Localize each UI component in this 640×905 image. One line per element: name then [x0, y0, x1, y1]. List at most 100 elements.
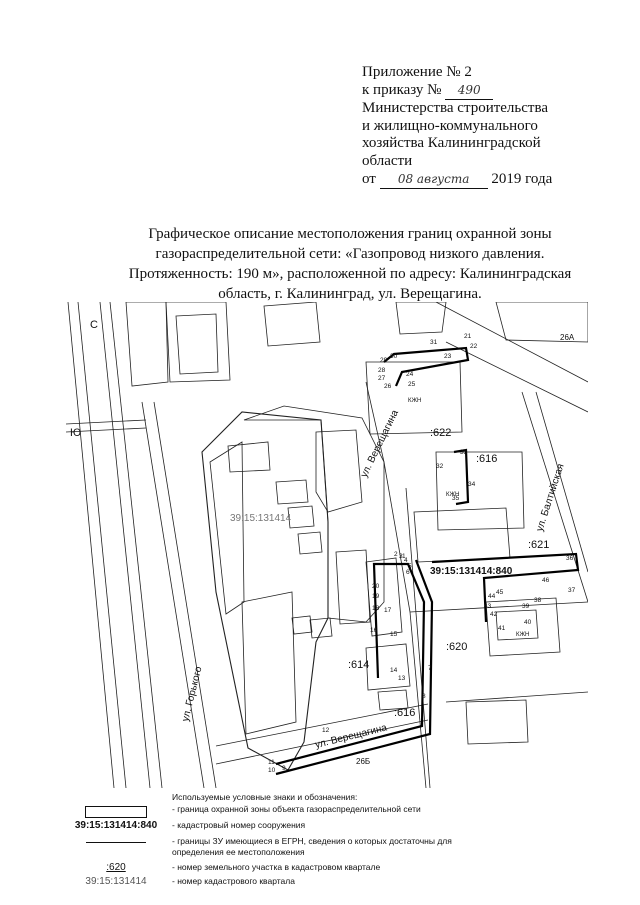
building-outline — [287, 505, 315, 529]
building-outline — [175, 313, 219, 375]
road-line — [141, 401, 205, 788]
street-label: ул. Верещагина — [359, 408, 401, 479]
road-line — [409, 601, 588, 613]
gas-zone-boundary — [275, 562, 426, 766]
point-label: 8 — [422, 693, 426, 700]
point-label: 28 — [378, 367, 386, 374]
point-label: 27 — [378, 375, 386, 382]
plot-label: :614 — [348, 659, 369, 671]
building-outline — [395, 302, 447, 335]
building-outline — [297, 531, 323, 555]
road-line — [405, 487, 431, 788]
point-label: 43 — [484, 603, 492, 610]
road-line — [109, 302, 163, 788]
title-line-3: Протяженность: 190 м», расположенной по … — [128, 266, 572, 282]
road-line — [435, 302, 588, 383]
point-label: 7 — [428, 665, 432, 672]
ministry-line-2: и жилищно-коммунального — [362, 117, 538, 134]
legend-item: 39:15:131414 - номер кадастрового кварта… — [72, 876, 592, 894]
date-suffix: 2019 года — [491, 170, 553, 187]
legend-symbol-plot-boundary — [74, 836, 158, 843]
road-line — [445, 691, 588, 703]
building-outline — [485, 597, 561, 657]
road-line — [66, 419, 147, 425]
point-label: 30 — [390, 353, 398, 360]
road-line — [445, 341, 588, 413]
point-label: 16 — [370, 627, 378, 634]
building-outline — [435, 451, 525, 531]
date-field: 08 августа — [379, 171, 488, 190]
point-label: 21 — [464, 333, 472, 340]
street-label: ул. Балтийская — [534, 463, 566, 533]
point-label: 25 — [408, 381, 416, 388]
title-line-4: область, г. Калининград, ул. Верещагина. — [218, 286, 482, 302]
gas-zone-boundary — [453, 448, 470, 506]
point-label: 38 — [534, 597, 542, 604]
point-label: 9 — [282, 765, 286, 772]
order-number: 490 — [457, 82, 481, 97]
building-outline — [335, 549, 371, 625]
point-label: 5 — [408, 563, 412, 570]
point-label: 19 — [372, 593, 380, 600]
gas-zone-boundary — [383, 346, 470, 387]
building-outline — [165, 302, 231, 383]
point-label: 2 — [394, 551, 398, 558]
legend-description: - кадастровый номер сооружения — [172, 820, 306, 830]
plot-label: :622 — [430, 427, 451, 439]
point-label: 10 — [268, 767, 276, 774]
legend-item: :620 - номер земельного участка в кадаст… — [72, 862, 592, 880]
building-label: КЖН — [446, 492, 459, 498]
point-label: 20 — [372, 583, 380, 590]
plot-label: :621 — [528, 539, 549, 551]
building-outline — [125, 302, 169, 387]
point-label: 13 — [398, 675, 406, 682]
building-outline — [495, 609, 539, 641]
legend-item: - граница охранной зоны объекта газорасп… — [72, 804, 592, 822]
point-label: 23 — [444, 353, 452, 360]
building-outline — [263, 302, 321, 347]
legend-description: - граница охранной зоны объекта газорасп… — [172, 804, 421, 814]
legend-description: - номер кадастрового квартала — [172, 876, 295, 886]
building-outline — [291, 615, 313, 635]
building-outline — [365, 643, 411, 691]
point-label: 42 — [490, 611, 498, 618]
building-outline — [275, 479, 309, 505]
road-line — [153, 401, 217, 788]
building-outline — [227, 441, 271, 473]
legend-item: - границы ЗУ имеющиеся в ЕГРН, сведения … — [72, 836, 592, 860]
map-label: С — [90, 319, 98, 331]
point-label: 11 — [268, 759, 275, 766]
gas-zone-boundary — [431, 552, 580, 623]
building-outline — [495, 302, 588, 343]
map-legend: Используемые условные знаки и обозначени… — [72, 790, 592, 890]
road-line — [383, 461, 411, 613]
map-label: Ю — [70, 427, 81, 439]
cadastral-map: С Ю 26А 26Б 39:15:131414 39:15:131414:84… — [66, 302, 588, 788]
building-outline — [365, 557, 403, 637]
point-label: 46 — [542, 577, 550, 584]
building-outline — [465, 699, 529, 745]
gas-zone-boundary — [275, 559, 434, 776]
plot-label: :616 — [394, 707, 415, 719]
road-line — [535, 391, 588, 573]
road-line — [215, 703, 429, 747]
point-label: 6 — [406, 569, 410, 576]
quarter-boundary — [201, 411, 329, 771]
building-outline — [315, 429, 363, 513]
road-line — [77, 302, 127, 788]
ministry-line-1: Министерства строительства — [362, 100, 549, 117]
legend-symbol-quarter: 39:15:131414 — [85, 876, 147, 887]
point-label: 35 — [452, 495, 460, 502]
order-number-field: 490 — [445, 82, 494, 101]
order-line: к приказу № 490 — [362, 82, 622, 101]
point-label: 24 — [406, 371, 414, 378]
structure-number: 39:15:131414:840 — [430, 566, 513, 577]
point-label: 41 — [498, 625, 506, 632]
point-label: 45 — [496, 589, 504, 596]
appendix-header: Приложение № 2 к приказу № 490 Министерс… — [362, 64, 622, 190]
title-line-1: Графическое описание местоположения гран… — [148, 226, 552, 242]
date-line: от 08 августа 2019 года — [362, 171, 622, 190]
legend-description: - номер земельного участка в кадастровом… — [172, 862, 381, 872]
appendix-title: Приложение № 2 — [362, 64, 472, 80]
point-label: 1 — [402, 553, 406, 560]
